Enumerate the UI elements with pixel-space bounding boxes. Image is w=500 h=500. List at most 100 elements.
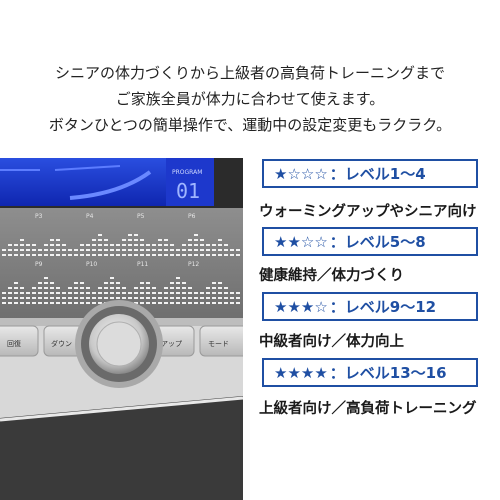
profile-dot xyxy=(212,297,216,299)
profile-dot xyxy=(8,287,12,289)
profile-dot xyxy=(206,254,210,256)
profile-dot xyxy=(182,302,186,304)
profile-dot xyxy=(50,302,54,304)
profile-dot xyxy=(146,302,150,304)
control-knob[interactable] xyxy=(75,300,163,388)
profile-dot xyxy=(170,254,174,256)
profile-dot xyxy=(86,254,90,256)
profile-dot xyxy=(170,287,174,289)
profile-dot xyxy=(116,249,120,251)
up-button[interactable]: アップ xyxy=(153,325,195,357)
profile-dot xyxy=(50,239,54,241)
profile-dot xyxy=(116,244,120,246)
profile-dot xyxy=(56,254,60,256)
profile-dot xyxy=(2,254,6,256)
profile-dot xyxy=(182,287,186,289)
profile-dot xyxy=(14,254,18,256)
profile-dot xyxy=(74,302,78,304)
profile-dot xyxy=(164,249,168,251)
recovery-button[interactable]: 回復 xyxy=(0,325,39,357)
console-photo: PROGRAM 01 P3 P4 P5 P6 P9 P10 P11 P12 回復… xyxy=(0,158,243,500)
profile-dot xyxy=(212,244,216,246)
profile-dot xyxy=(164,302,168,304)
profile-dot xyxy=(62,302,66,304)
profile-dot xyxy=(50,292,54,294)
profile-dot xyxy=(128,254,132,256)
profile-dot xyxy=(170,249,174,251)
profile-dot xyxy=(158,249,162,251)
profile-dot xyxy=(146,249,150,251)
profile-dot xyxy=(68,302,72,304)
svg-text:アップ: アップ xyxy=(161,340,182,348)
profile-dot xyxy=(74,254,78,256)
profile-dot xyxy=(188,297,192,299)
profile-dot xyxy=(104,239,108,241)
profile-dot xyxy=(98,297,102,299)
profile-dot xyxy=(92,249,96,251)
profile-dot xyxy=(92,297,96,299)
profile-dot xyxy=(212,287,216,289)
profile-dot xyxy=(152,249,156,251)
profile-dot xyxy=(26,302,30,304)
profile-dot xyxy=(188,302,192,304)
mode-button[interactable]: モード xyxy=(199,325,243,357)
profile-dot xyxy=(74,249,78,251)
program-label-p11: P11 xyxy=(137,261,148,268)
profile-dot xyxy=(80,254,84,256)
profile-dot xyxy=(158,292,162,294)
profile-dot xyxy=(176,297,180,299)
profile-dot xyxy=(32,254,36,256)
profile-dot xyxy=(20,244,24,246)
profile-dot xyxy=(86,287,90,289)
profile-dot xyxy=(20,292,24,294)
profile-dot xyxy=(134,239,138,241)
profile-dot xyxy=(134,234,138,236)
console-illustration: PROGRAM 01 P3 P4 P5 P6 P9 P10 P11 P12 回復… xyxy=(0,158,243,500)
profile-dot xyxy=(218,254,222,256)
program-label-p5: P5 xyxy=(137,213,145,220)
profile-dot xyxy=(104,254,108,256)
profile-dot xyxy=(170,292,174,294)
profile-dot xyxy=(176,287,180,289)
profile-dot xyxy=(86,244,90,246)
profile-dot xyxy=(158,254,162,256)
down-button[interactable]: ダウン xyxy=(43,325,85,357)
profile-dot xyxy=(218,244,222,246)
profile-dot xyxy=(68,297,72,299)
profile-dot xyxy=(230,254,234,256)
profile-dot xyxy=(176,292,180,294)
profile-dot xyxy=(44,297,48,299)
profile-dot xyxy=(176,277,180,279)
profile-dot xyxy=(92,254,96,256)
profile-dot xyxy=(98,287,102,289)
profile-dot xyxy=(68,254,72,256)
profile-dot xyxy=(116,282,120,284)
profile-dot xyxy=(194,297,198,299)
level-caption-1: ウォーミングアップやシニア向け xyxy=(259,204,477,220)
profile-dot xyxy=(62,244,66,246)
profile-dot xyxy=(170,297,174,299)
profile-dot xyxy=(140,297,144,299)
profile-dot xyxy=(152,254,156,256)
profile-dot xyxy=(218,297,222,299)
profile-dot xyxy=(194,239,198,241)
profile-dot xyxy=(14,292,18,294)
profile-dot xyxy=(134,287,138,289)
profile-dot xyxy=(26,249,30,251)
profile-dot xyxy=(200,239,204,241)
profile-dot xyxy=(8,297,12,299)
profile-dot xyxy=(56,239,60,241)
level-badge-1: ★☆☆☆：レベル1～4 xyxy=(262,159,478,188)
profile-dot xyxy=(128,249,132,251)
profile-dot xyxy=(182,282,186,284)
profile-dot xyxy=(206,292,210,294)
profile-dot xyxy=(122,239,126,241)
profile-dot xyxy=(140,292,144,294)
profile-dot xyxy=(14,302,18,304)
profile-dot xyxy=(176,254,180,256)
profile-dot xyxy=(140,287,144,289)
profile-dot xyxy=(2,297,6,299)
profile-dot xyxy=(218,249,222,251)
profile-dot xyxy=(212,292,216,294)
profile-dot xyxy=(146,297,150,299)
